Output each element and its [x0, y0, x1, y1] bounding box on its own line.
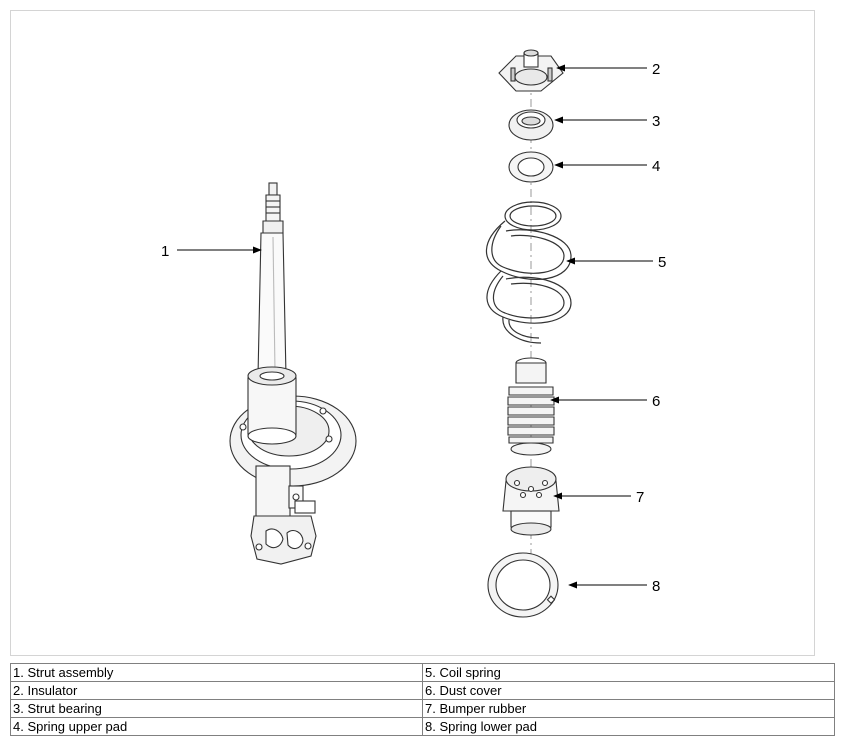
callout-8: 8 [652, 578, 660, 595]
legend-cell: 3. Strut bearing [10, 699, 423, 718]
legend-cell: 1. Strut assembly [10, 663, 423, 682]
callout-1: 1 [161, 243, 169, 260]
bumper-rubber [502, 466, 560, 536]
callout-7: 7 [636, 489, 644, 506]
spring-lower-pad [487, 552, 559, 618]
callout-5: 5 [658, 254, 666, 271]
callout-leaders [177, 64, 653, 589]
parts-legend-table: 1. Strut assembly 5. Coil spring 2. Insu… [10, 663, 835, 736]
spring-upper-pad [508, 151, 554, 183]
diagram-canvas: 1 2 3 4 5 6 7 8 [161, 49, 666, 618]
legend-cell: 6. Dust cover [422, 681, 835, 700]
coil-spring [485, 201, 572, 344]
legend-cell: 7. Bumper rubber [422, 699, 835, 718]
insulator [498, 49, 564, 92]
legend-cell: 4. Spring upper pad [10, 717, 423, 736]
legend-row: 4. Spring upper pad 8. Spring lower pad [10, 717, 835, 736]
dust-cover [507, 357, 555, 456]
legend-row: 1. Strut assembly 5. Coil spring [10, 663, 835, 682]
strut-bearing [508, 109, 554, 141]
callout-3: 3 [652, 113, 660, 130]
callout-4: 4 [652, 158, 660, 175]
strut-assembly [229, 182, 357, 565]
exploded-diagram: 1 2 3 4 5 6 7 8 [10, 10, 815, 656]
legend-cell: 5. Coil spring [422, 663, 835, 682]
callout-6: 6 [652, 393, 660, 410]
legend-row: 3. Strut bearing 7. Bumper rubber [10, 699, 835, 718]
legend-cell: 8. Spring lower pad [422, 717, 835, 736]
callout-2: 2 [652, 61, 660, 78]
legend-cell: 2. Insulator [10, 681, 423, 700]
legend-row: 2. Insulator 6. Dust cover [10, 681, 835, 700]
